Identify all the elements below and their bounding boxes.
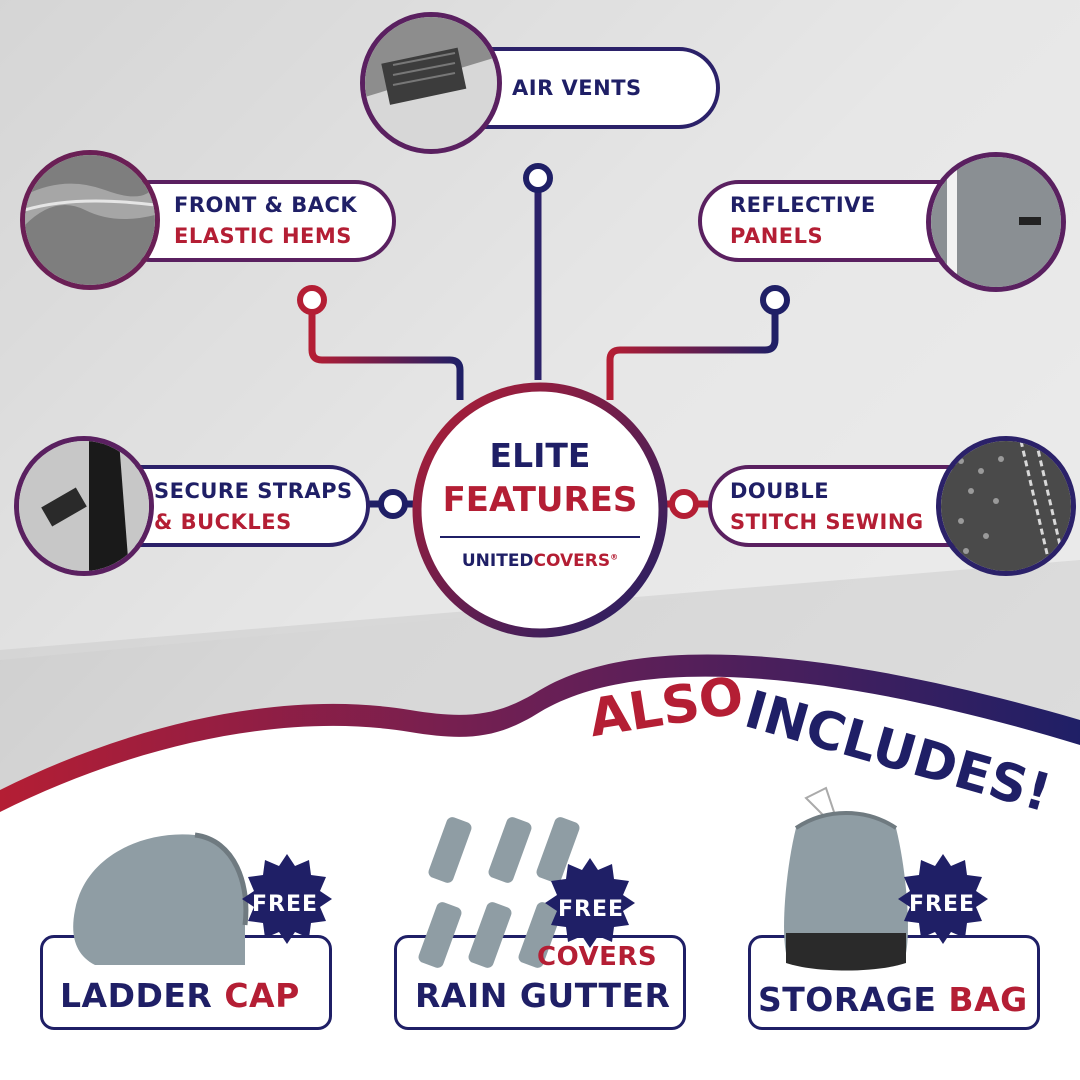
ladder-cap-free-label: FREE [252,892,319,917]
brand-logo: UNITEDCOVERS® [440,551,640,571]
feature-reflective-line2: PANELS [730,224,824,248]
stitch-photo [936,436,1076,576]
bag-word: BAG [948,980,1028,1019]
feature-air-vents-label: AIR VENTS [512,76,642,100]
rain-gutter-title: RAIN GUTTER [415,976,671,1015]
storage-word: STORAGE [758,980,937,1019]
reflective-panel-photo [926,152,1066,292]
elastic-hem-photo [20,150,160,290]
gutter-covers-photo [415,808,595,978]
strap-buckle-photo [14,436,154,576]
ladder-cap-title: LADDER CAP [60,976,300,1015]
feature-stitch-line2: STITCH SEWING [730,510,924,534]
rain-gutter-covers-word: COVERS [537,942,658,972]
brand-covers: COVERS [533,551,611,571]
feature-elastic-hems-line1: FRONT & BACK [174,193,358,217]
feature-straps-line1: SECURE STRAPS [154,479,353,503]
rain-gutter-free-label: FREE [558,897,625,922]
brand-united: UNITED [461,551,534,571]
feature-straps-line2: & BUCKLES [154,510,292,534]
storage-bag-free-label: FREE [909,892,976,917]
free-badge-icon [545,858,635,948]
banner-word-also: ALSO [585,665,748,750]
feature-elastic-hems-line2: ELASTIC HEMS [174,224,352,248]
cap-word: CAP [224,976,300,1015]
center-title-line2: FEATURES [442,480,638,520]
storage-bag-photo [776,778,916,978]
feature-reflective-line1: REFLECTIVE [730,193,876,217]
center-title-line1: ELITE [489,436,591,475]
registered-mark: ® [610,552,619,562]
feature-stitch-line1: DOUBLE [730,479,830,503]
ladder-cap-photo [55,815,275,975]
ladder-word: LADDER [60,976,213,1015]
storage-bag-title: STORAGE BAG [758,980,1028,1019]
free-badge-icon [242,854,332,944]
air-vent-photo [360,12,502,154]
free-badge-icon [898,854,988,944]
elite-features-badge: ELITE FEATURES [420,435,660,523]
